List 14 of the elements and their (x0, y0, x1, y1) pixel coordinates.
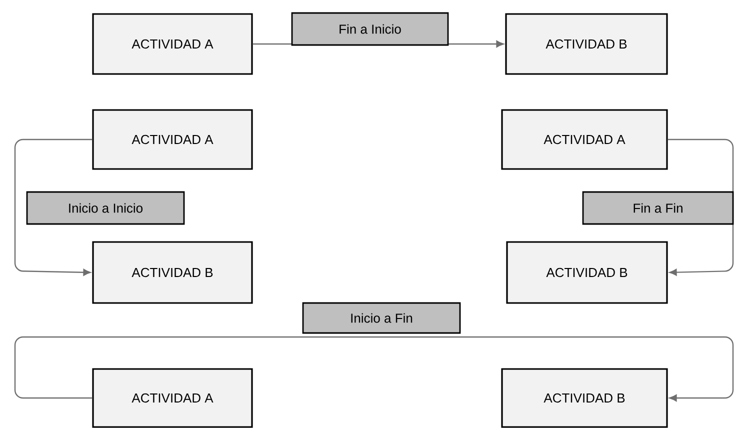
activity-box: ACTIVIDAD A (501, 109, 668, 170)
arrow (14, 138, 92, 276)
edge-label: Fin a Inicio (291, 12, 449, 46)
activity-box: ACTIVIDAD A (92, 13, 253, 75)
edge-label: Fin a Fin (582, 191, 734, 225)
edge-label: Inicio a Fin (302, 302, 461, 334)
edge-label: Inicio a Inicio (26, 191, 185, 225)
activity-box: ACTIVIDAD B (505, 13, 668, 75)
activity-box: ACTIVIDAD A (92, 368, 253, 428)
activity-box: ACTIVIDAD B (506, 241, 668, 304)
activity-box: ACTIVIDAD B (92, 241, 253, 304)
activity-box: ACTIVIDAD A (92, 109, 253, 170)
arrow (14, 336, 734, 402)
activity-box: ACTIVIDAD B (501, 368, 668, 428)
